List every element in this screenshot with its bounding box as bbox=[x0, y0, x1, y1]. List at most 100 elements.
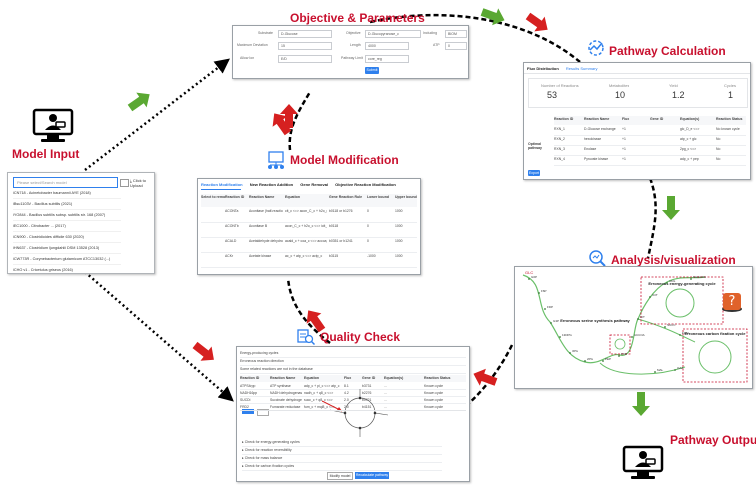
model-modification-panel: Reaction Modification New Reaction Addit… bbox=[197, 178, 421, 275]
quality-action-white[interactable] bbox=[257, 409, 269, 416]
table-cell: ACALD bbox=[225, 239, 237, 243]
metabolite-node bbox=[679, 334, 681, 336]
table-cell: RXN_3 bbox=[554, 147, 565, 151]
table-cell: No bbox=[716, 157, 721, 161]
magnifier-check-icon bbox=[297, 329, 316, 346]
table-cell: b0118 or b1276 bbox=[329, 209, 353, 213]
quality-action-blue[interactable] bbox=[242, 409, 254, 414]
upload-label: Click to Upload bbox=[130, 178, 147, 188]
column-header: Equation bbox=[285, 195, 300, 199]
submit-button[interactable]: Submit bbox=[365, 67, 379, 74]
model-list-item[interactable]: iCN718 - Acinetobacter baumannii AYE (20… bbox=[13, 188, 121, 199]
checklist-item[interactable]: ▸ Check for carbon fixation cycles bbox=[242, 463, 442, 471]
pathway-limit-field[interactable]: core_reg bbox=[365, 55, 409, 63]
metabolite-node bbox=[584, 360, 586, 362]
tab-reaction-modification[interactable]: Reaction Modification bbox=[201, 182, 243, 187]
cycle-network-thumbnail bbox=[322, 389, 389, 437]
deviation-field[interactable]: 15 bbox=[278, 42, 332, 50]
model-list-item[interactable]: iBsu1103V - Bacillus subtilis (2021) bbox=[13, 199, 121, 210]
checklist-item[interactable]: ▸ Check for reaction reversibility bbox=[242, 447, 442, 455]
table-cell: 8.1 bbox=[344, 384, 349, 388]
model-list-item[interactable]: iYO844 - Bacillus subtilis subsp. subtil… bbox=[13, 210, 121, 221]
table-cell: 1000 bbox=[395, 239, 403, 243]
model-search-input[interactable]: Please select/Search model bbox=[13, 177, 118, 188]
table-cell: Acetaldehyde dehydrogenase bbox=[249, 239, 283, 243]
table-cell: Known cycle bbox=[424, 405, 444, 409]
metabolite-label: ACCOA bbox=[634, 333, 645, 337]
atp-field[interactable]: 0 bbox=[445, 42, 467, 50]
length-field[interactable]: 4000 bbox=[365, 42, 409, 50]
red-arrow-to-obj bbox=[280, 104, 298, 128]
tab-objective-reaction[interactable]: Objective Reaction Modification bbox=[335, 182, 396, 187]
metabolite-label: 3PG bbox=[572, 349, 579, 353]
title-pathway-output: Pathway Output bbox=[670, 433, 756, 447]
arc-obj-to-calc bbox=[369, 13, 581, 63]
upload-button[interactable]: ⤓ Click to Upload bbox=[130, 178, 154, 188]
table-cell: 1000 bbox=[395, 224, 403, 228]
objective-field[interactable]: D-Glucopyranose_c bbox=[365, 30, 421, 38]
lower-branch-line bbox=[599, 362, 686, 375]
metabolite-label: PYR bbox=[621, 352, 628, 356]
checklist-item[interactable]: ▸ Check for energy-generating cycles bbox=[242, 439, 442, 447]
table-cell: ACKr bbox=[225, 254, 234, 258]
summary-label-yield: Yield bbox=[669, 83, 678, 88]
metabolite-label: CIT bbox=[640, 315, 645, 319]
metabolite-node bbox=[544, 308, 546, 310]
table-cell: +1 bbox=[622, 147, 626, 151]
table-cell: adp_c + pi_c <=> atp_c bbox=[304, 384, 340, 388]
pathway-calc-panel: Flux Distribution Results Summary Number… bbox=[523, 62, 751, 180]
biom-field[interactable]: BIOM bbox=[445, 30, 467, 38]
model-list-item[interactable]: iHN637 - Clostridium ljungdahlii DSM 135… bbox=[13, 243, 121, 254]
checklist-item[interactable]: ▸ Check for mass balance bbox=[242, 455, 442, 463]
table-cell: Known cycle bbox=[424, 384, 444, 388]
arc-quality-to-modification bbox=[286, 277, 331, 344]
metabolite-node bbox=[569, 352, 571, 354]
recalculate-button[interactable]: Recalculate pathway bbox=[355, 472, 389, 479]
carbon-cycle-box bbox=[682, 328, 748, 383]
column-header: Gene ID bbox=[650, 117, 664, 121]
table-cell: adp_c + pep bbox=[680, 157, 699, 161]
model-select-toggle[interactable] bbox=[120, 179, 129, 187]
tab-new-reaction[interactable]: New Reaction Addition bbox=[249, 182, 294, 187]
model-list-item[interactable]: iEC1000 - Citrobacter ... (2017) bbox=[13, 221, 121, 232]
allow-field[interactable]: E/D bbox=[278, 55, 332, 63]
table-cell: ... bbox=[384, 405, 387, 409]
column-header: Gene Reaction Rule bbox=[329, 195, 363, 199]
tab-flux-distribution[interactable]: Flux Distribution bbox=[527, 66, 559, 71]
column-header: Reaction Name bbox=[249, 195, 275, 199]
column-header: Reaction Name bbox=[270, 376, 296, 380]
modify-model-button[interactable]: Modify model bbox=[327, 472, 353, 480]
metabolite-node bbox=[559, 336, 561, 338]
model-list-item[interactable]: iCN900 - Clostridioides difficile 630 (2… bbox=[13, 232, 121, 243]
column-header: Equation bbox=[304, 376, 319, 380]
table-cell: b0721 bbox=[362, 398, 372, 402]
green-arrow-calc-down bbox=[662, 196, 680, 220]
model-list-item[interactable]: iCHO v1 - Cricetulus griseus (2016) bbox=[13, 265, 121, 273]
tab-results-summary[interactable]: Results Summary bbox=[565, 66, 598, 71]
pathway-network-map: ? Erroneous energy-generating cycle Erro… bbox=[522, 270, 748, 383]
tab-gene-removal[interactable]: Gene Removal bbox=[300, 182, 329, 187]
model-list-item[interactable]: iCW773R - Corynebacterium glutamicum ATC… bbox=[13, 254, 121, 265]
substrate-field[interactable]: D-Glucose bbox=[278, 30, 332, 38]
table-cell: No bbox=[716, 137, 721, 141]
metabolite-node bbox=[674, 369, 676, 371]
table-cell: acon_C_c + h2o_c <=> icit_c bbox=[285, 224, 327, 228]
energy-cycle-label: Erroneous energy-generating cycle bbox=[648, 281, 716, 286]
table-cell: No bbox=[716, 147, 721, 151]
export-button[interactable]: Export bbox=[528, 170, 540, 176]
